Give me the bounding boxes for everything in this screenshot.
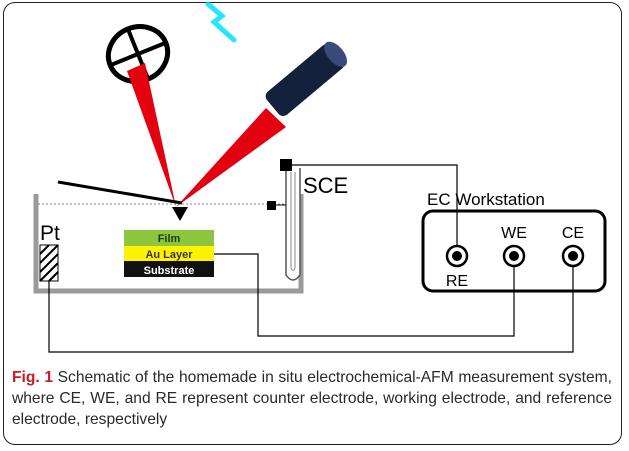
figure-label: Fig. 1 [12, 369, 54, 386]
ce-wire [48, 266, 574, 353]
ec-workstation-label: EC Workstation [427, 190, 545, 209]
pt-label: Pt [40, 222, 60, 245]
afm-tip [172, 207, 188, 221]
ce-label: CE [562, 225, 584, 242]
watermark-mark [205, 1, 237, 43]
substrate-layer [124, 261, 214, 277]
we-terminal-icon [502, 244, 526, 268]
reflected-laser-beam [127, 63, 176, 207]
re-label: RE [446, 273, 468, 290]
substrate-label: Substrate [144, 265, 195, 277]
afm-cantilever [57, 180, 183, 205]
film-label: Film [158, 233, 181, 245]
electrochemical-cell [33, 194, 304, 294]
caption-text: Schematic of the homemade in situ electr… [12, 369, 612, 428]
we-label: WE [501, 225, 527, 242]
au-layer-label: Au Layer [145, 249, 193, 261]
we-wire [214, 253, 515, 337]
sce-electrode [267, 159, 301, 281]
figure-caption: Fig. 1 Schematic of the homemade in situ… [12, 367, 612, 430]
au-layer [124, 246, 214, 261]
incident-laser-beam [176, 108, 286, 207]
re-wire [292, 164, 458, 246]
laser-source-icon [265, 41, 348, 117]
ce-terminal-icon [561, 244, 585, 268]
pt-electrode [39, 244, 59, 282]
re-terminal-icon [445, 244, 469, 268]
film-layer [124, 230, 214, 246]
sce-label: SCE [303, 173, 348, 198]
